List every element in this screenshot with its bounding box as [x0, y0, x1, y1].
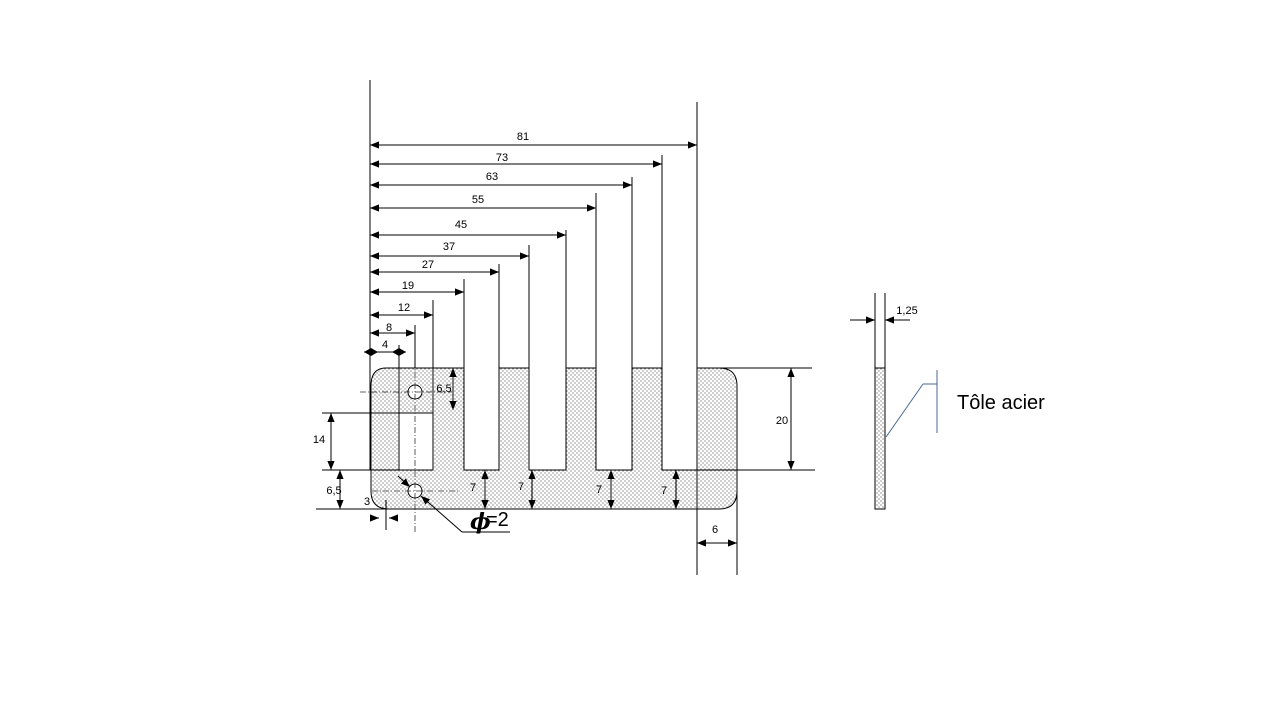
dim-81: 81 — [517, 131, 529, 143]
dim-bottom-7-a: 7 — [470, 482, 476, 494]
dim-27: 27 — [422, 259, 434, 271]
dim-slot-14: 14 — [313, 434, 325, 446]
material-label: Tôle acier — [957, 392, 1045, 414]
dim-37: 37 — [443, 241, 455, 253]
dim-8: 8 — [386, 322, 392, 334]
side-view — [850, 293, 910, 510]
hole-diameter-label: =2 — [486, 509, 509, 531]
dim-12: 12 — [398, 302, 410, 314]
dim-63: 63 — [486, 171, 498, 183]
dim-4-arrows — [364, 348, 406, 356]
dim-offset-3: 3 — [364, 496, 370, 508]
plate-body — [370, 367, 738, 510]
dim-hole-top-6-5: 6,5 — [436, 383, 451, 395]
dim-45: 45 — [455, 219, 467, 231]
dim-73: 73 — [496, 152, 508, 164]
dim-hole-bottom-6-5: 6,5 — [326, 485, 341, 497]
phi-icon: ϕ — [470, 509, 491, 535]
dim-19: 19 — [402, 280, 414, 292]
material-leader — [885, 370, 938, 438]
center-lines — [360, 350, 460, 534]
dim-55: 55 — [472, 194, 484, 206]
dim-thickness: 1,25 — [896, 305, 917, 317]
dim-bottom-7-b: 7 — [518, 481, 524, 493]
dim-corner-6: 6 — [712, 524, 718, 536]
dim-bottom-7-d: 7 — [661, 485, 667, 497]
dim-height-20: 20 — [776, 415, 788, 427]
dim-4: 4 — [382, 339, 388, 351]
dim-bottom-7-c: 7 — [596, 484, 602, 496]
